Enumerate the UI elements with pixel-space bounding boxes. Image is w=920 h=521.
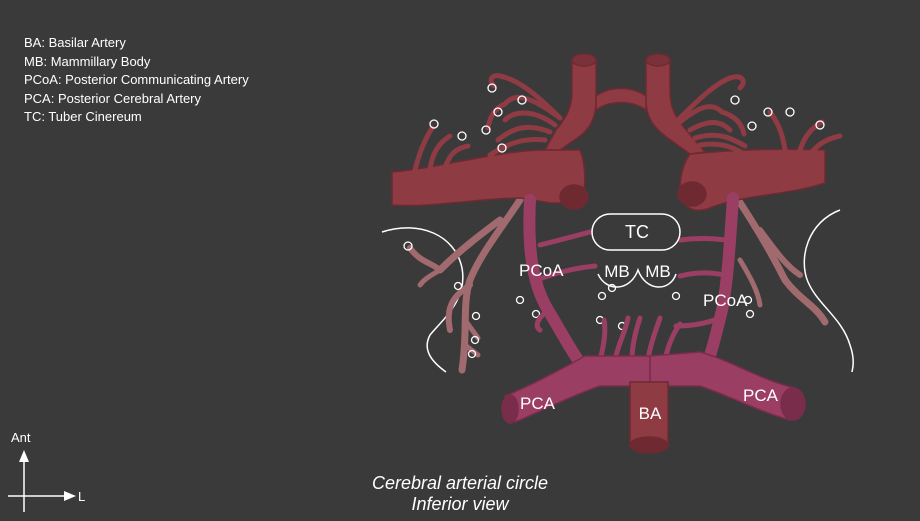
- pca-left-label: PCA: [520, 394, 556, 413]
- right-pcoa-branch-1: [677, 236, 729, 243]
- right-ica-stump: [677, 181, 707, 207]
- right-pcoa-vessel: [702, 192, 739, 368]
- anterior-circulation: [391, 53, 826, 211]
- left-middle-cerebral-artery: [391, 149, 586, 207]
- mb-right-label: MB: [645, 262, 671, 281]
- caption-subtitle: Inferior view: [411, 494, 509, 514]
- right-peripheral-branches: [731, 191, 829, 326]
- orientation-left-label: L: [78, 489, 85, 504]
- left-pcoa-branch-1: [537, 229, 593, 248]
- ba-label: BA: [639, 404, 662, 423]
- right-temporal-outline: [803, 209, 855, 373]
- anterior-arrow-icon: [19, 450, 29, 462]
- posterior-circulation: [523, 192, 739, 368]
- pca-right-label: PCA: [743, 386, 779, 405]
- left-ica-stump: [559, 184, 589, 210]
- abbreviation-legend: BA: Basilar Artery MB: Mammillary Body P…: [24, 34, 249, 127]
- left-arrow-icon: [64, 491, 76, 501]
- mb-left-label: MB: [604, 262, 630, 281]
- legend-item-pca: PCA: Posterior Cerebral Artery: [24, 90, 202, 106]
- orientation-anterior-label: Ant: [11, 430, 31, 445]
- legend-item-pcoa: PCoA: Posterior Communicating Artery: [24, 72, 249, 87]
- basilar-artery: [629, 381, 669, 454]
- right-aca-end: [645, 53, 671, 67]
- left-pcoa-branch-3: [534, 307, 551, 333]
- figure-caption: Cerebral arterial circle Inferior view: [310, 473, 610, 515]
- anterior-communicating-arc: [595, 87, 647, 112]
- orientation-indicator: [8, 450, 76, 512]
- pcoa-left-label: PCoA: [519, 261, 564, 280]
- left-aca-end: [571, 53, 597, 67]
- legend-item-tc: TC: Tuber Cinereum: [24, 109, 142, 124]
- perforator-openings: [403, 83, 825, 359]
- left-anterior-cerebral-artery: [543, 59, 597, 151]
- right-pcoa-branch-2: [677, 270, 727, 279]
- left-pcoa-branch-2: [539, 263, 598, 281]
- left-peripheral-branches: [407, 196, 524, 374]
- left-pcoa-vessel: [523, 194, 584, 366]
- legend-item-mb: MB: Mammillary Body: [24, 53, 151, 69]
- mammillary-bodies-outline: [597, 267, 677, 288]
- caption-title: Cerebral arterial circle: [371, 473, 549, 493]
- tuber-cinereum-outline: [591, 213, 681, 251]
- tc-label: TC: [625, 222, 649, 242]
- legend-item-ba: BA: Basilar Artery: [24, 35, 126, 50]
- pcoa-right-label: PCoA: [703, 291, 748, 310]
